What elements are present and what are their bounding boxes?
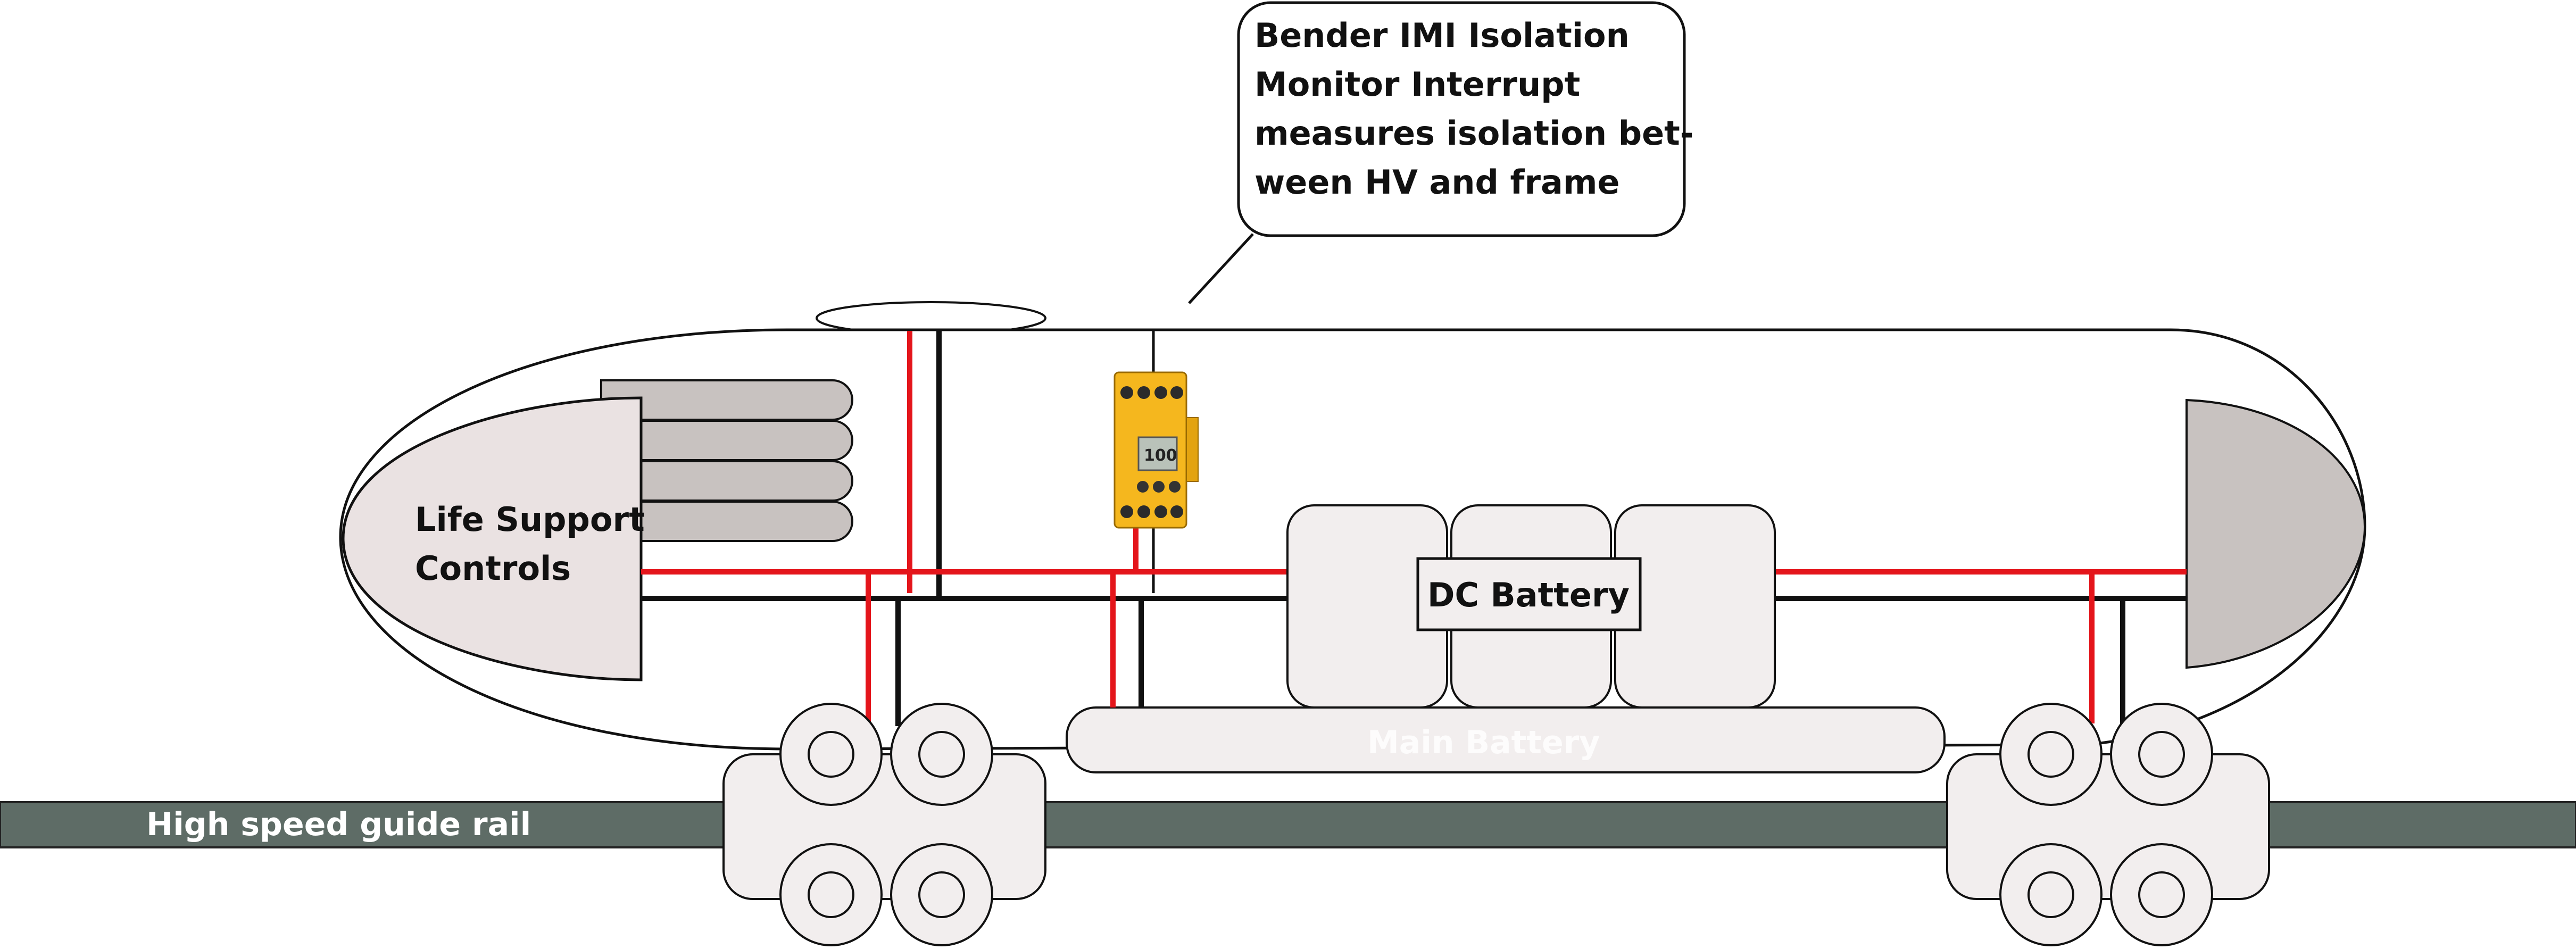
hvac-unit: [600, 420, 853, 461]
monitor-screen: [1137, 436, 1178, 471]
rear-bogie: [1946, 703, 2270, 946]
callout-pointer: [1188, 233, 1254, 304]
life-support-controls: [342, 396, 643, 681]
isolation-monitor-device: 100: [1114, 371, 1199, 529]
main-battery-label: Main Battery: [1367, 724, 1600, 761]
callout-text: Bender IMI Isolation Monitor Interrupt m…: [1254, 16, 1705, 202]
dc-battery-label: DC Battery: [1427, 576, 1630, 614]
dc-battery-label-box: [1416, 557, 1642, 631]
monitor-display-value: 100: [1144, 446, 1177, 465]
hvac-unit: [600, 379, 853, 421]
hvac-unit: [600, 501, 853, 542]
hvac-unit: [600, 460, 853, 502]
dc-battery-pack: DC Battery: [1286, 504, 1776, 709]
hvac-units: [600, 379, 853, 542]
life-support-label: Life Support Controls: [415, 500, 656, 588]
callout-box: [1237, 1, 1686, 237]
rear-nose-cap: [2186, 398, 2366, 669]
front-bogie: [722, 703, 1046, 946]
guide-rail-label: High speed guide rail: [146, 806, 531, 843]
